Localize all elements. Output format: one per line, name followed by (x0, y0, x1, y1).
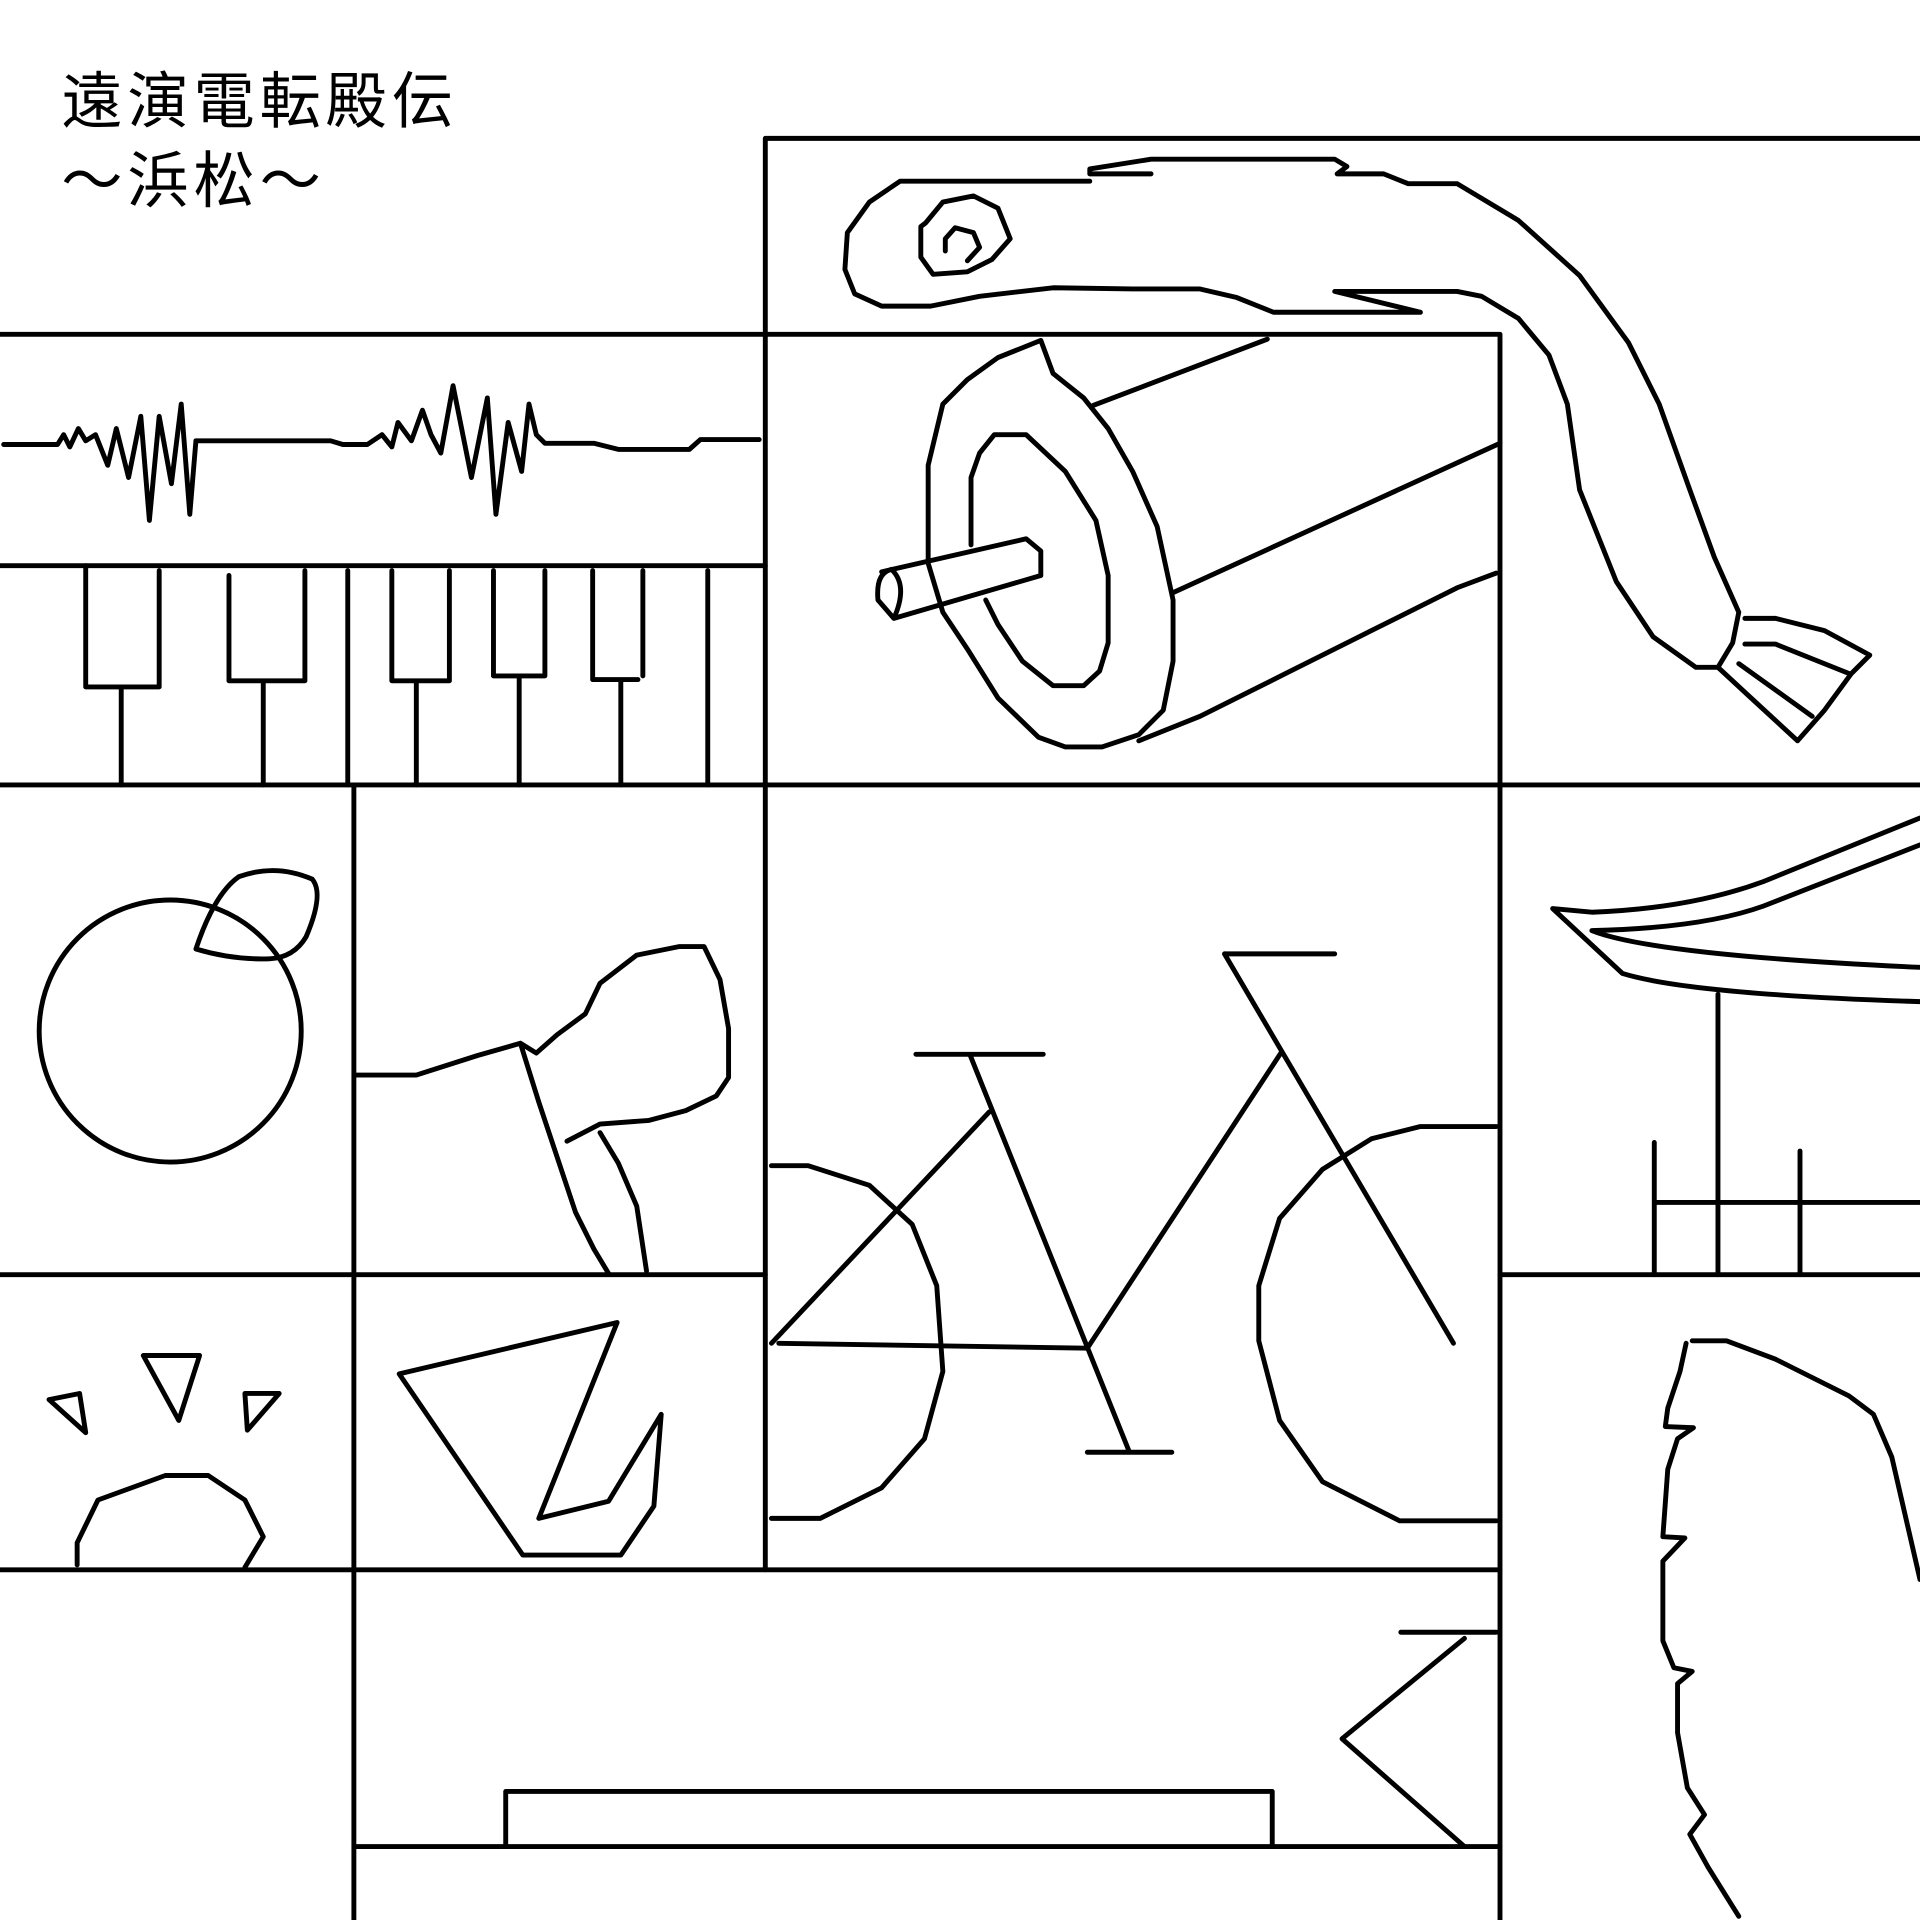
panel-grid (0, 135, 1920, 1920)
bird-head (353, 944, 732, 1276)
face (46, 1353, 282, 1570)
piano-keys (83, 563, 711, 788)
hand (1660, 1338, 1920, 1919)
seismograph-wave (1, 383, 762, 523)
arrow-and-bar (503, 1629, 1499, 1849)
bicycle (768, 951, 1499, 1524)
geometric-shapes (396, 1320, 664, 1558)
orange (36, 868, 320, 1165)
title-line-2: 〜浜松〜 (61, 146, 325, 217)
roof (1550, 815, 1920, 1278)
paper-roll (875, 336, 1503, 750)
eel-scroll (842, 156, 1873, 744)
title-line-1: 遠演電転殿伝 (61, 66, 458, 137)
